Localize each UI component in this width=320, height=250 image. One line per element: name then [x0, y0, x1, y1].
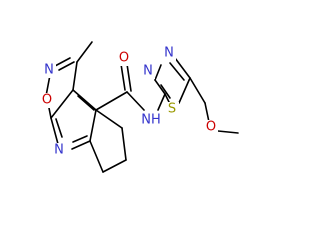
bond	[50, 117, 59, 145]
bond	[120, 63, 126, 91]
bond	[71, 140, 91, 150]
bond	[72, 61, 78, 91]
bond	[50, 89, 74, 119]
bond	[72, 89, 97, 111]
bond	[76, 41, 93, 63]
bond	[89, 140, 104, 173]
thiadiazole-nitrogen-1-label: N	[143, 64, 153, 79]
isoxazole-oxygen-label: O	[42, 93, 52, 108]
bond	[58, 61, 75, 71]
bond	[54, 57, 71, 67]
bond	[154, 64, 162, 81]
atom-labels: N O N O NH N N S O	[41, 46, 218, 158]
bond	[189, 77, 206, 104]
molecule-structure: N O N O NH N N S O	[41, 41, 239, 173]
bond	[174, 57, 191, 79]
bond	[77, 95, 95, 111]
carbonyl-oxygen-label: O	[119, 51, 129, 66]
bond	[126, 63, 132, 92]
bond	[169, 62, 185, 81]
bond	[160, 84, 171, 99]
amide-nh-label: NH	[141, 113, 161, 128]
bond	[45, 74, 51, 97]
bond	[217, 130, 239, 134]
bond	[157, 93, 166, 111]
pyridine-nitrogen-label: N	[54, 143, 64, 158]
bond	[154, 79, 166, 95]
bond	[126, 91, 145, 111]
isoxazole-nitrogen-label: N	[44, 63, 54, 78]
ether-oxygen-label: O	[206, 120, 216, 135]
bond	[178, 77, 191, 104]
bond	[121, 127, 127, 161]
bond	[55, 118, 63, 138]
bonds	[45, 41, 239, 173]
bond	[95, 91, 128, 111]
bond	[102, 159, 127, 173]
bond	[95, 109, 123, 129]
thiadiazole-sulfur-label: S	[168, 102, 176, 117]
bond	[72, 135, 88, 143]
bond	[89, 109, 97, 142]
thiadiazole-nitrogen-2-label: N	[164, 46, 174, 61]
bond	[204, 102, 210, 123]
